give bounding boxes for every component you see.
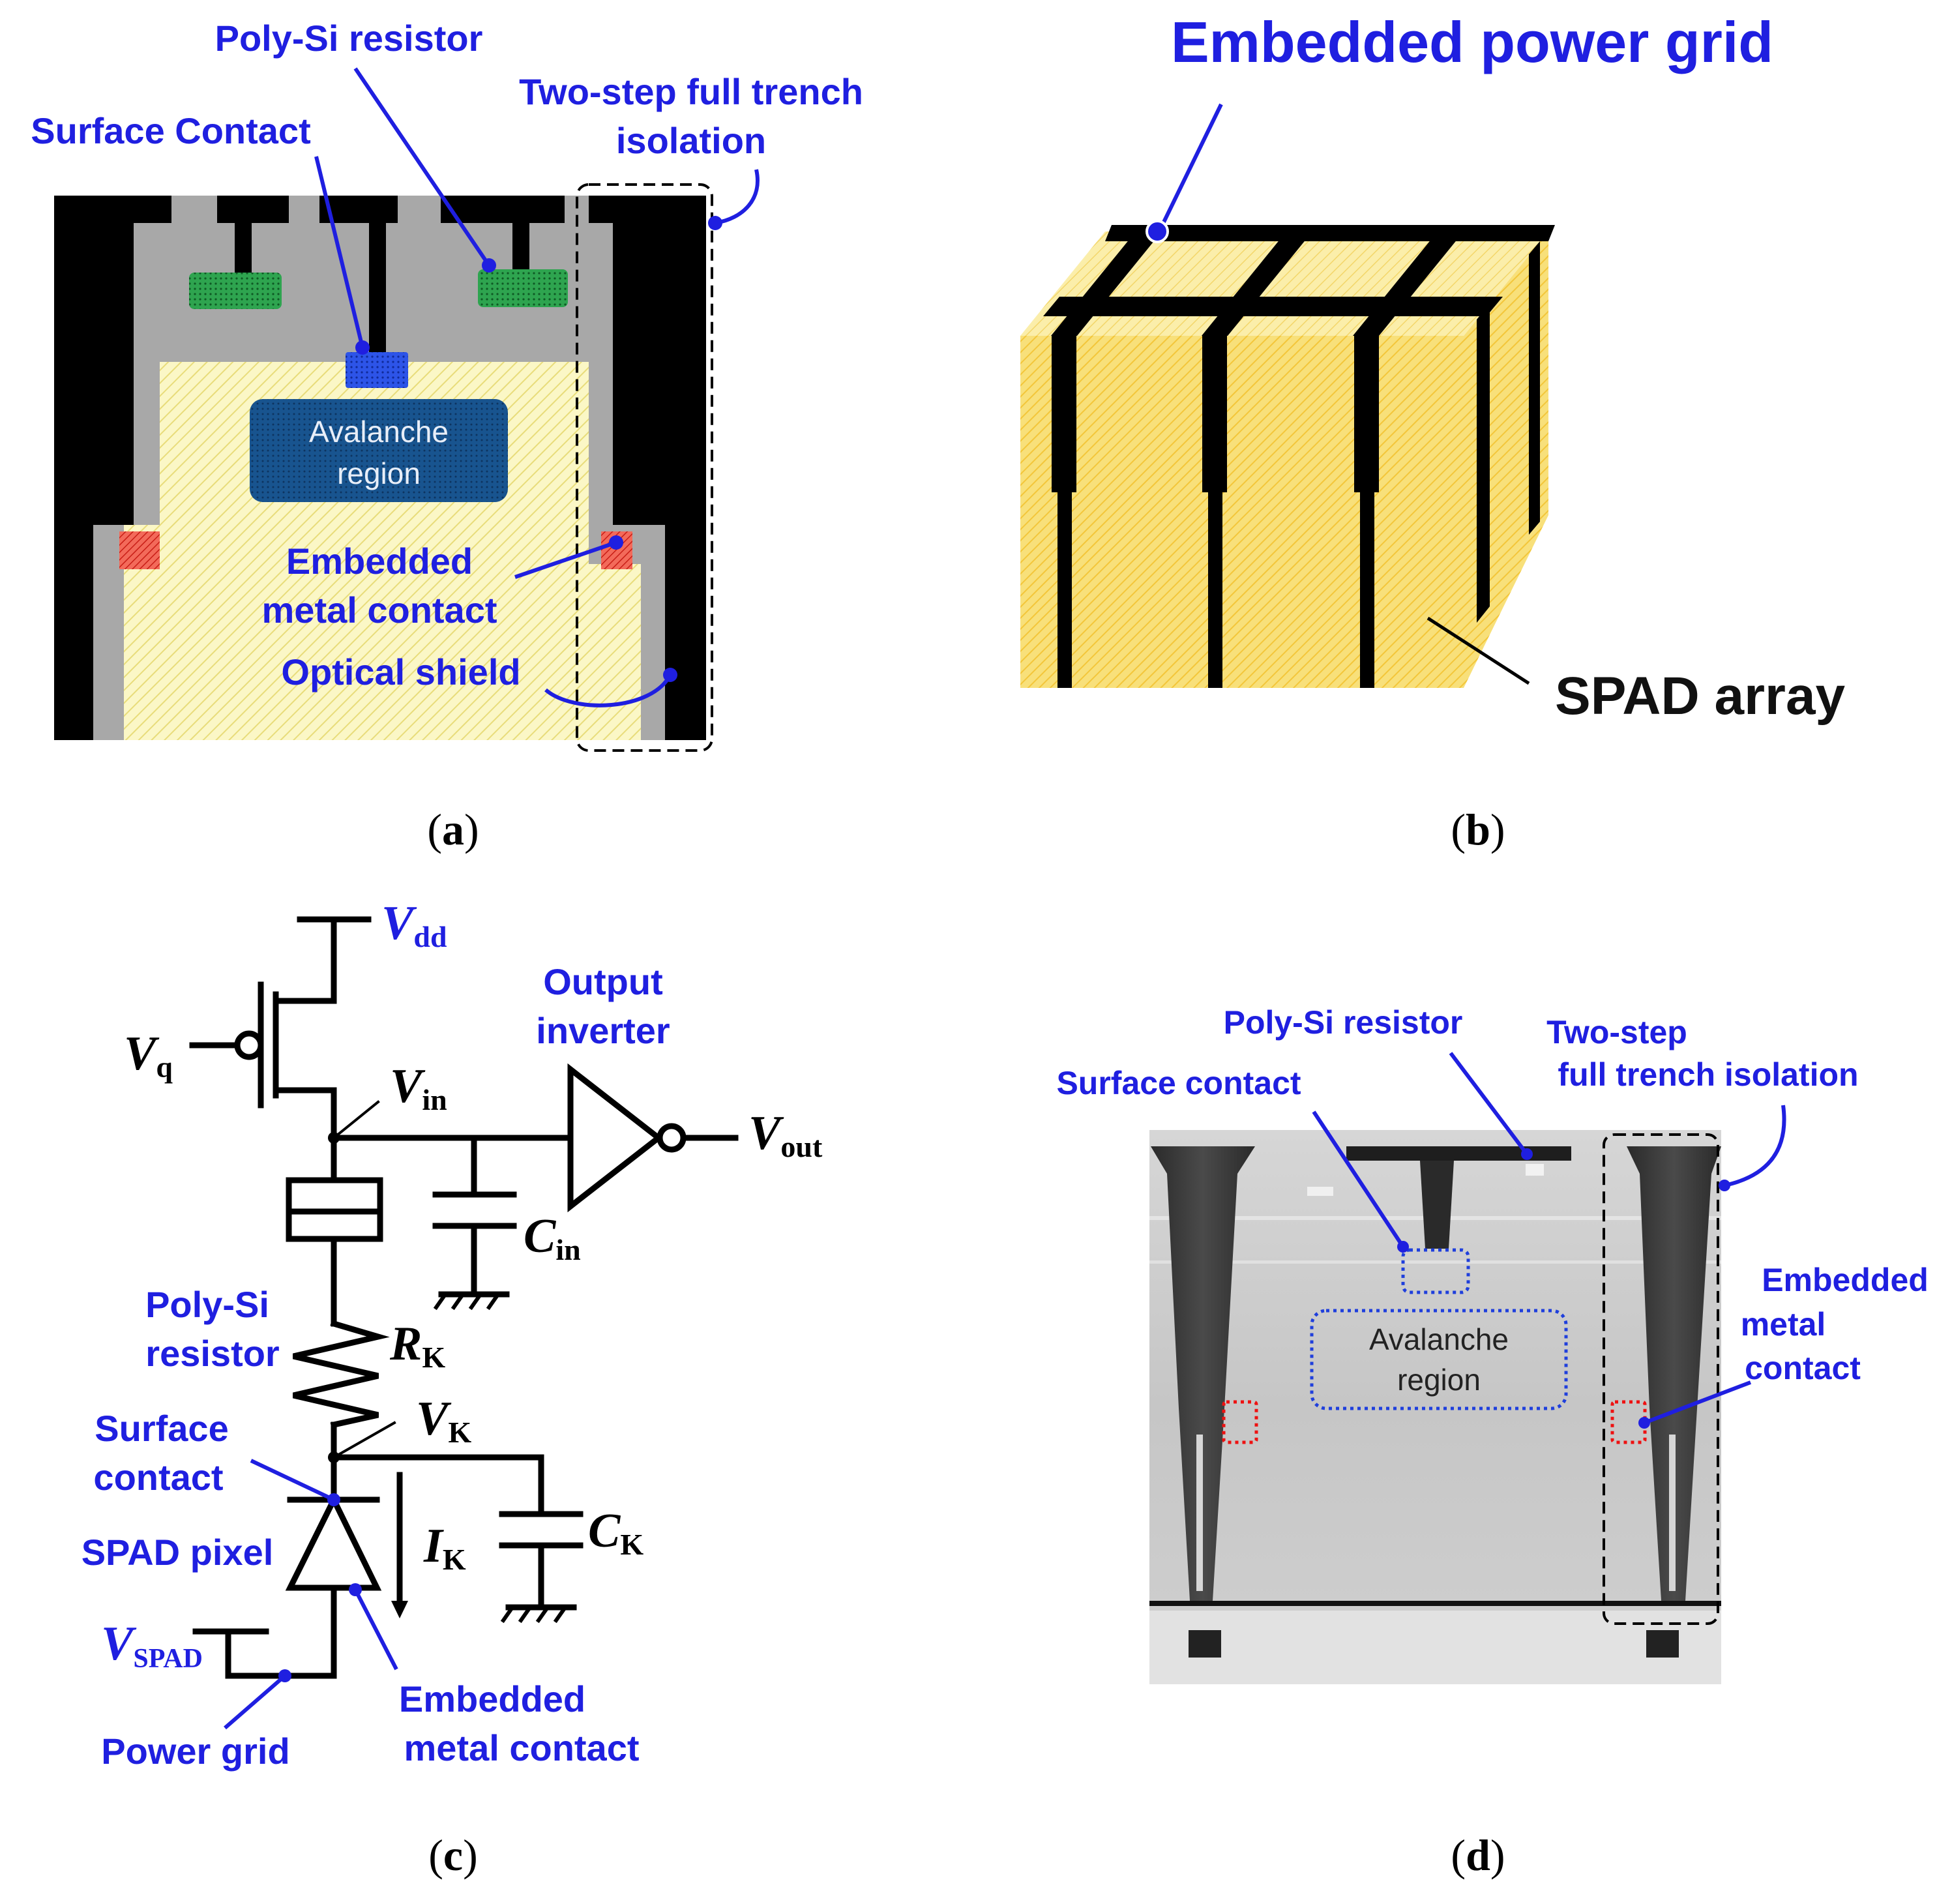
pointer-two-step [715, 169, 760, 225]
label-d-embedded-3: contact [1745, 1350, 1861, 1386]
pointer-surface-contact [314, 156, 364, 348]
label-optical-shield: Optical shield [281, 651, 520, 692]
element-box-bottom [286, 1208, 383, 1242]
sem-trench-right [1627, 1146, 1721, 1601]
label-surface-1: Surface [95, 1408, 228, 1449]
symbol-vdd: Vdd [381, 897, 447, 953]
label-embedded-power-grid: Embedded power grid [1171, 10, 1773, 74]
pointer-optical-shield [544, 674, 672, 707]
label-d-two-step-2: full trench isolation [1558, 1056, 1858, 1093]
label-embedded-1: Embedded [286, 541, 473, 582]
surface-contact-block [346, 352, 408, 388]
pmos-gate-bubble [234, 1030, 264, 1060]
caption-c: (c) [428, 1830, 478, 1880]
pointer-poly-resistor [353, 67, 491, 267]
label-poly-1: Poly-Si [145, 1284, 269, 1325]
panel-a: Avalanche region Poly-Si resistor Surfac… [31, 18, 863, 854]
label-embedded-1: Embedded [399, 1678, 585, 1719]
avalanche-label-1: Avalanche [309, 415, 449, 449]
symbol-ck: CK [588, 1504, 643, 1561]
label-d-surface: Surface contact [1056, 1065, 1301, 1101]
label-embedded-2: metal contact [262, 589, 497, 631]
label-embedded-2: metal contact [404, 1727, 640, 1768]
label-surface-contact: Surface Contact [31, 110, 310, 151]
poly-resistor-block [189, 273, 282, 309]
sem-avalanche-1: Avalanche [1369, 1322, 1509, 1356]
symbol-vout: Vout [748, 1107, 823, 1163]
panel-c [189, 916, 739, 1679]
label-power-grid: Power grid [101, 1731, 289, 1772]
avalanche-region-marker [1310, 1309, 1568, 1410]
resistor-rk [292, 1320, 390, 1429]
symbol-vin: Vin [390, 1060, 447, 1116]
element-box-top [286, 1177, 383, 1215]
via-pillar [235, 196, 252, 274]
embedded-contact-left [119, 531, 160, 569]
sem-avalanche-2: region [1397, 1363, 1481, 1397]
spad-diode [285, 1493, 382, 1591]
panel-b: Embedded power grid SPAD array (b) [1020, 10, 1846, 854]
via-pillar [512, 196, 529, 271]
label-spad-array: SPAD array [1555, 666, 1846, 726]
label-poly-2: resistor [145, 1333, 279, 1374]
caption-a: (a) [427, 805, 479, 854]
label-two-step-2: isolation [616, 120, 766, 161]
label-output-1: Output [543, 961, 662, 1002]
label-poly-si-resistor: Poly-Si resistor [215, 18, 483, 59]
label-surface-2: contact [93, 1457, 223, 1498]
symbol-vk: VK [416, 1392, 471, 1449]
avalanche-label-2: region [337, 456, 421, 490]
cube-front-face [1020, 336, 1464, 688]
label-d-embedded-2: metal [1741, 1306, 1826, 1343]
trench-isolation-outline [576, 183, 713, 752]
label-d-embedded-1: Embedded [1762, 1262, 1929, 1298]
pointer-spad-array [1427, 616, 1530, 685]
oxide-layer [93, 196, 665, 740]
sem-surface-contact [1420, 1161, 1454, 1249]
label-d-poly: Poly-Si resistor [1224, 1004, 1463, 1041]
via-pillar [369, 196, 386, 352]
pointer-embedded [514, 541, 617, 579]
label-d-two-step-1: Two-step [1546, 1014, 1687, 1050]
pointer-power-grid [1157, 103, 1223, 233]
sem-trench-left [1151, 1146, 1255, 1601]
avalanche-region [250, 399, 508, 502]
label-spad-pixel: SPAD pixel [81, 1532, 274, 1573]
caption-b: (b) [1451, 805, 1505, 854]
symbol-cin: Cin [524, 1210, 581, 1266]
output-inverter [567, 1063, 664, 1213]
trench-isolation-outline-d [1603, 1133, 1719, 1625]
caption-d: (d) [1451, 1830, 1505, 1880]
poly-resistor-block [478, 269, 568, 307]
symbol-ik: IK [423, 1519, 466, 1576]
label-output-2: inverter [536, 1010, 670, 1051]
panel-c-labels: Vdd Vq Vin Vout Cin RK VK IK CK VSPAD Ou… [81, 897, 823, 1880]
panel-d: Avalanche region Poly-Si resistor Two-st… [1056, 1004, 1928, 1880]
label-two-step-1: Two-step full trench [519, 71, 863, 112]
symbol-rk: RK [389, 1317, 445, 1374]
symbol-vq: Vq [124, 1027, 173, 1084]
symbol-vspad: VSPAD [101, 1617, 203, 1674]
